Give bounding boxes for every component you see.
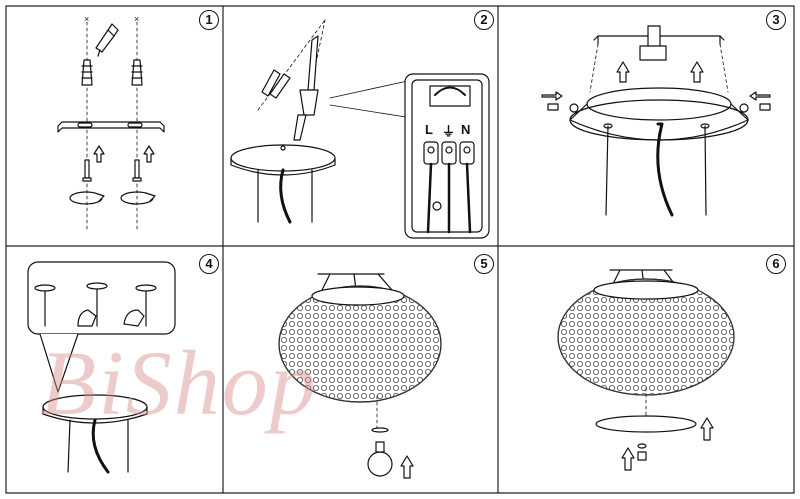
terminal-live-label: L — [425, 122, 433, 137]
drill-icon — [96, 24, 118, 56]
terminal-ground-label: ⏚ — [442, 121, 455, 140]
panel-3-attach-canopy — [542, 26, 770, 215]
up-arrow-icon — [701, 418, 713, 440]
glass-cover — [596, 416, 696, 432]
panel-4-crystal-rods — [28, 262, 175, 472]
up-arrow-icon — [401, 456, 413, 478]
screw-left — [83, 160, 91, 181]
up-arrow-icon — [144, 146, 154, 162]
up-arrow-icon — [691, 62, 703, 82]
up-arrow-icon — [94, 146, 104, 162]
wall-anchor-left — [82, 60, 92, 85]
panel-6-glass-cover — [558, 270, 734, 470]
wire-strip-icon — [262, 70, 290, 98]
step-number-badge: 1 — [199, 10, 219, 30]
terminal-neutral-label: N — [461, 122, 470, 137]
step-number-badge: 2 — [474, 10, 494, 30]
mounting-bracket — [58, 122, 164, 132]
ceiling-bracket — [594, 26, 724, 60]
crystal-lampshade — [279, 286, 441, 402]
up-arrow-icon — [617, 62, 629, 82]
step-number-badge: 5 — [474, 254, 494, 274]
screw-icon — [542, 92, 578, 112]
rotate-arrow-icon — [121, 192, 155, 204]
step-number-badge: 3 — [766, 10, 786, 30]
panel-5-lampshade-and-bulb — [279, 274, 441, 478]
step-number-badge: 6 — [766, 254, 786, 274]
wall-anchor-right — [132, 60, 142, 85]
panel-1-drill-and-fix-bracket: × × — [58, 14, 164, 230]
terminal-block — [405, 74, 489, 238]
svg-text:×: × — [84, 14, 89, 24]
bulb-icon — [368, 428, 392, 476]
up-arrow-icon — [622, 448, 634, 470]
step-number-badge: 4 — [199, 254, 219, 274]
crystal-lampshade — [558, 279, 734, 395]
screw-icon — [740, 92, 770, 112]
ceiling-wire — [294, 36, 318, 140]
svg-text:×: × — [134, 14, 139, 24]
screw-right — [133, 160, 141, 181]
